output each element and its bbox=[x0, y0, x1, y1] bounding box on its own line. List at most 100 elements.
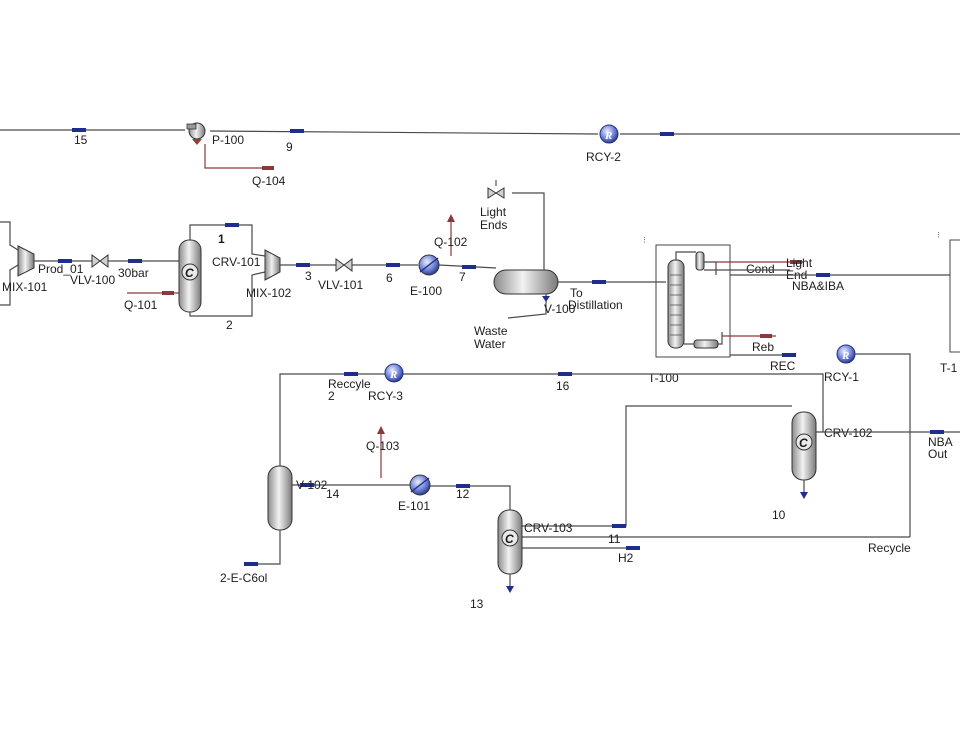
stream-arrow bbox=[300, 483, 314, 487]
stream-arrow bbox=[816, 273, 830, 277]
conversion-reactor-icon[interactable]: C bbox=[791, 411, 817, 481]
cooler-icon[interactable] bbox=[409, 474, 431, 496]
stream-6-label: 6 bbox=[386, 271, 393, 285]
reactor-crv103-label: CRV-103 bbox=[524, 521, 573, 535]
condenser-duty-label: Cond bbox=[746, 262, 775, 276]
energy-arrow bbox=[790, 260, 802, 264]
stream-arrow bbox=[626, 546, 640, 550]
stream-arrow bbox=[296, 263, 310, 267]
stream-waste-water bbox=[507, 294, 547, 319]
stream-arrow bbox=[244, 562, 258, 566]
energy-arrow bbox=[377, 426, 385, 434]
recycle-block-icon[interactable]: R bbox=[599, 124, 619, 144]
mixer-icon[interactable] bbox=[17, 245, 35, 277]
stream-nba-out-label-line1: NBA bbox=[928, 435, 953, 449]
stream-30bar-label: 30bar bbox=[118, 266, 149, 280]
valve-vlv101-label: VLV-101 bbox=[318, 278, 363, 292]
recycle-block-icon[interactable]: R bbox=[836, 344, 856, 364]
stream-9-label: 9 bbox=[286, 140, 293, 154]
to-distillation-label-line1: To bbox=[570, 286, 583, 300]
conversion-reactor-icon[interactable]: C bbox=[178, 239, 202, 313]
stream-rec-label: REC bbox=[770, 359, 796, 373]
stream-arrow bbox=[782, 353, 796, 357]
energy-q103-label: Q-103 bbox=[366, 439, 400, 453]
stream-2-e-c6ol-label: 2-E-C6ol bbox=[220, 571, 267, 585]
separator-v100-label: V-100 bbox=[544, 302, 576, 316]
stream-2-e-c6ol bbox=[244, 530, 281, 565]
svg-text:R: R bbox=[604, 130, 612, 142]
energy-arrow bbox=[262, 166, 274, 170]
light-ends-label-line1: Light bbox=[480, 205, 507, 219]
waste-water-label-line1: Waste bbox=[474, 324, 508, 338]
stream-arrow bbox=[592, 280, 606, 284]
stream-arrow bbox=[128, 259, 142, 263]
feed-line-lower bbox=[0, 264, 19, 306]
stream-arrow bbox=[58, 259, 72, 263]
stream-10-label: 10 bbox=[772, 508, 786, 522]
heater-e100-label: E-100 bbox=[410, 284, 442, 298]
stream-light-ends bbox=[512, 192, 545, 270]
mixer-mix101-label: MIX-101 bbox=[2, 280, 48, 294]
stream-12 bbox=[428, 485, 511, 510]
stream-line-top bbox=[0, 128, 960, 136]
stream-h2-label: H2 bbox=[618, 551, 634, 565]
heater-icon[interactable] bbox=[418, 254, 440, 276]
stream-16-label: 16 bbox=[556, 379, 570, 393]
separator-icon[interactable] bbox=[267, 465, 293, 531]
separator-icon[interactable] bbox=[493, 269, 559, 295]
stream-arrow bbox=[462, 265, 476, 269]
valve-icon[interactable] bbox=[335, 258, 353, 272]
conversion-reactor-icon[interactable]: C bbox=[497, 509, 523, 575]
column-icon[interactable] bbox=[667, 251, 723, 349]
stream-arrow bbox=[542, 296, 550, 302]
recycle-rcy1-label: RCY-1 bbox=[824, 370, 859, 384]
stream-reccyle2-label-line2: 2 bbox=[328, 389, 335, 403]
energy-q101-label: Q-101 bbox=[124, 298, 158, 312]
stream-arrow bbox=[930, 430, 944, 434]
stream-arrow bbox=[800, 492, 808, 499]
svg-text:C: C bbox=[505, 532, 514, 546]
column-settings-icon: ⁝ bbox=[937, 230, 940, 240]
stream-prod01-label: Prod_01 bbox=[38, 262, 84, 276]
pump-icon[interactable] bbox=[186, 122, 206, 145]
stream-nba-out-label-line2: Out bbox=[928, 447, 948, 461]
stream-15-label: 15 bbox=[74, 133, 88, 147]
pump-p100-label: P-100 bbox=[212, 133, 244, 147]
valve-vlv100-label: VLV-100 bbox=[70, 273, 115, 287]
valve-icon[interactable] bbox=[91, 254, 109, 268]
energy-arrow bbox=[760, 334, 772, 338]
energy-q104-label: Q-104 bbox=[252, 174, 286, 188]
cooler-e101-label: E-101 bbox=[398, 499, 430, 513]
stream-1 bbox=[189, 224, 266, 257]
stream-recycle-label: Recycle bbox=[868, 541, 911, 555]
recycle-rcy3-label: RCY-3 bbox=[368, 389, 403, 403]
valve-icon[interactable] bbox=[487, 180, 505, 199]
separator-v102-label: V-102 bbox=[296, 478, 328, 492]
svg-text:R: R bbox=[389, 369, 397, 381]
recycle-rcy2-label: RCY-2 bbox=[586, 150, 621, 164]
stream-recycle-out bbox=[855, 353, 911, 537]
stream-11-loop bbox=[520, 405, 792, 527]
column-settings-icon: ⁝ bbox=[643, 235, 646, 245]
mixer-icon[interactable] bbox=[264, 249, 281, 281]
reactor-crv101-label: CRV-101 bbox=[212, 255, 261, 269]
reboiler-duty-label: Reb bbox=[752, 340, 774, 354]
stream-arrow bbox=[72, 128, 86, 132]
stream-2-label: 2 bbox=[226, 318, 233, 332]
stream-arrow bbox=[344, 372, 358, 376]
svg-text:R: R bbox=[841, 350, 849, 362]
svg-text:C: C bbox=[185, 266, 194, 280]
light-end-label-line1: Light bbox=[786, 256, 813, 270]
to-distillation-label-line2: Distillation bbox=[568, 298, 623, 312]
column-t1xx-frame bbox=[949, 239, 960, 353]
stream-13-label: 13 bbox=[470, 597, 484, 611]
energy-arrow bbox=[447, 214, 455, 222]
stream-2 bbox=[189, 271, 266, 317]
stream-arrow bbox=[456, 484, 470, 488]
energy-q102-label: Q-102 bbox=[434, 235, 468, 249]
recycle-block-icon[interactable]: R bbox=[384, 363, 404, 383]
stream-16 bbox=[403, 373, 824, 432]
stream-3-label: 3 bbox=[305, 269, 312, 283]
stream-12-label: 12 bbox=[456, 487, 470, 501]
